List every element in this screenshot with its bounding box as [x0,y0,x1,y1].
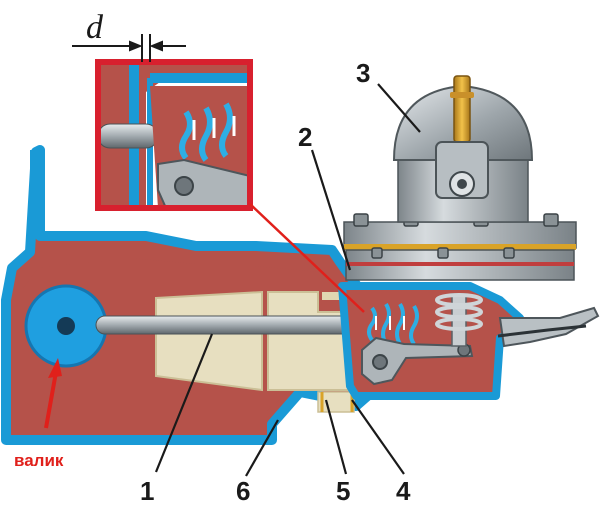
fuel-fitting [453,75,471,143]
pump-flange [343,221,577,249]
shaft-label: валик [14,451,64,470]
leader-lines [154,83,421,477]
shaft-pointer [44,358,62,429]
callout-6: 6 [236,476,250,506]
detail-inset [95,59,365,313]
pump-head [343,75,577,281]
callout-1: 1 [140,476,154,506]
dimension-label: d [86,9,104,46]
pump-lower-body [338,282,600,400]
sealing-gasket [322,292,346,300]
inset-connector [249,203,365,313]
rocker-lever [361,336,474,386]
shaft-center [57,317,75,335]
return-spring [367,302,419,346]
diaphragm-spring [435,293,483,331]
callout-4: 4 [396,476,411,506]
callout-2: 2 [298,122,312,152]
callout-3: 3 [356,58,370,88]
clearance-dimension [72,34,186,62]
inset-frame [95,59,253,211]
pushrod [95,315,359,335]
drive-shaft [24,284,108,368]
callout-5: 5 [336,476,350,506]
